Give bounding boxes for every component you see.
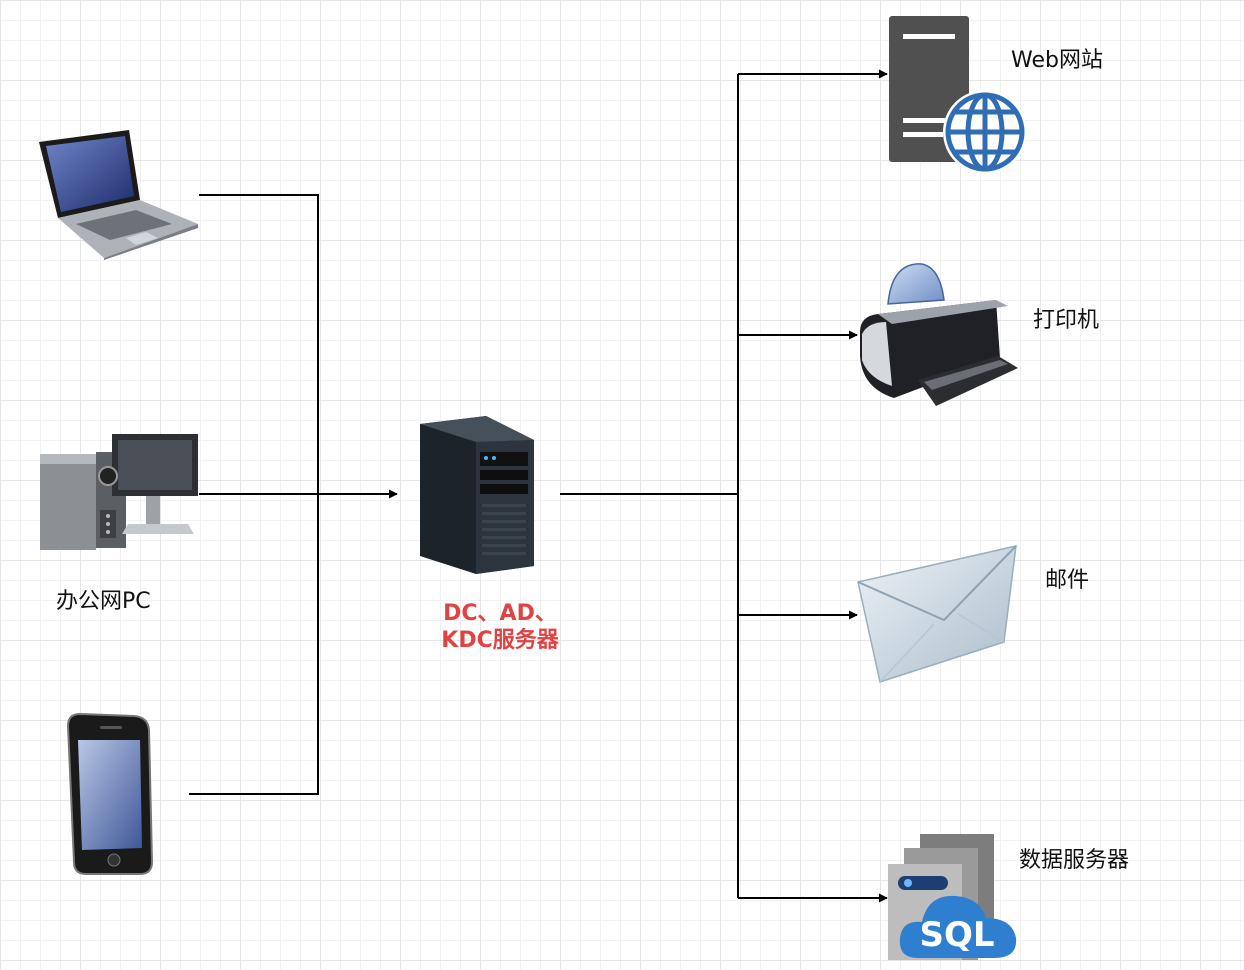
sql-database-icon: SQL (888, 834, 1017, 960)
printer-icon (860, 263, 1018, 406)
web-site-label: Web网站 (1011, 48, 1103, 73)
smartphone-icon (66, 712, 154, 875)
data-server-label: 数据服务器 (1019, 848, 1130, 873)
dc-ad-kdc-server-label: DC、AD、 KDC服务器 (420, 600, 580, 654)
desktop-pc-icon (40, 434, 198, 550)
server-label-line1: DC、AD、 (443, 601, 557, 626)
envelope-icon (857, 545, 1017, 683)
printer-label: 打印机 (1033, 308, 1100, 333)
wire-phone (189, 494, 319, 795)
wire-laptop (199, 194, 319, 494)
mail-label: 邮件 (1045, 568, 1090, 593)
server-label-line2: KDC服务器 (441, 628, 559, 653)
sql-badge: SQL (919, 915, 994, 955)
web-server-icon (889, 16, 1027, 174)
office-pc-label: 办公网PC (56, 589, 151, 614)
laptop-icon (39, 130, 198, 260)
tower-server-icon (420, 416, 534, 574)
